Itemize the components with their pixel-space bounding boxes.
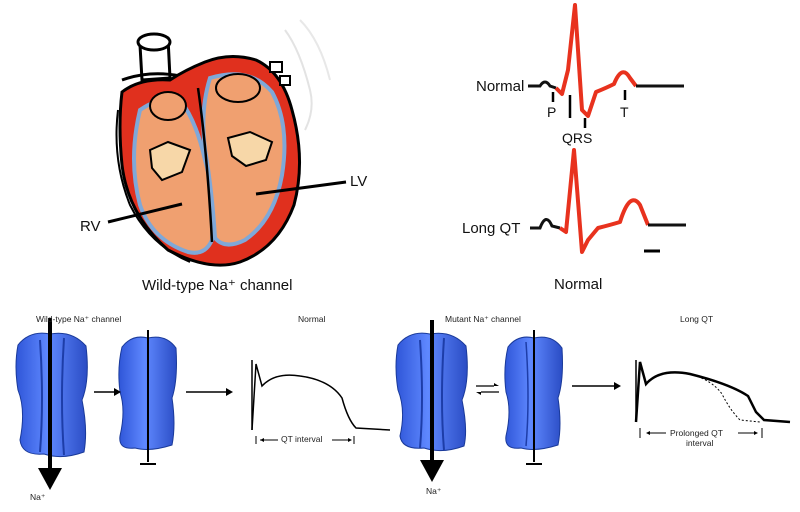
ecg-normal-label: Normal (476, 78, 525, 95)
mutant-closed-channel (504, 330, 563, 465)
wildtype-arrows (94, 388, 233, 396)
ecg-t-label: T (620, 104, 629, 120)
ecg-longqt-trace (530, 148, 686, 254)
qt-interval-label: QT interval (281, 434, 323, 444)
heart-illustration (107, 19, 347, 267)
mutant-panel-title: Mutant Na⁺ channel (445, 314, 521, 324)
prolonged-qt-label-line2: interval (686, 438, 714, 448)
ecg-longqt-label: Long QT (462, 220, 521, 237)
ecg-caption: Normal (554, 276, 603, 293)
mutant-ion-label: Na⁺ (426, 486, 442, 496)
ecg-qrs-label: QRS (562, 130, 593, 146)
ecg-normal-trace (528, 3, 684, 128)
wildtype-closed-channel (118, 330, 177, 465)
heart-caption: Wild-type Na⁺ channel (142, 277, 293, 294)
wildtype-panel-title: Wild-type Na⁺ channel (36, 314, 122, 324)
mutant-ap-title: Long QT (680, 314, 714, 324)
mutant-arrow (572, 382, 621, 390)
lv-label: LV (350, 173, 368, 190)
wildtype-open-channel (15, 318, 88, 490)
wildtype-ap-title: Normal (298, 314, 326, 324)
mutant-equilibrium-arrows (476, 383, 499, 395)
mutant-open-channel (395, 320, 468, 482)
wildtype-ion-label: Na⁺ (30, 492, 46, 502)
rv-label: RV (80, 218, 101, 235)
prolonged-qt-label-line1: Prolonged QT (670, 428, 723, 438)
wildtype-action-potential (251, 360, 391, 444)
ecg-p-label: P (547, 104, 557, 120)
mutant-action-potential (634, 360, 791, 438)
